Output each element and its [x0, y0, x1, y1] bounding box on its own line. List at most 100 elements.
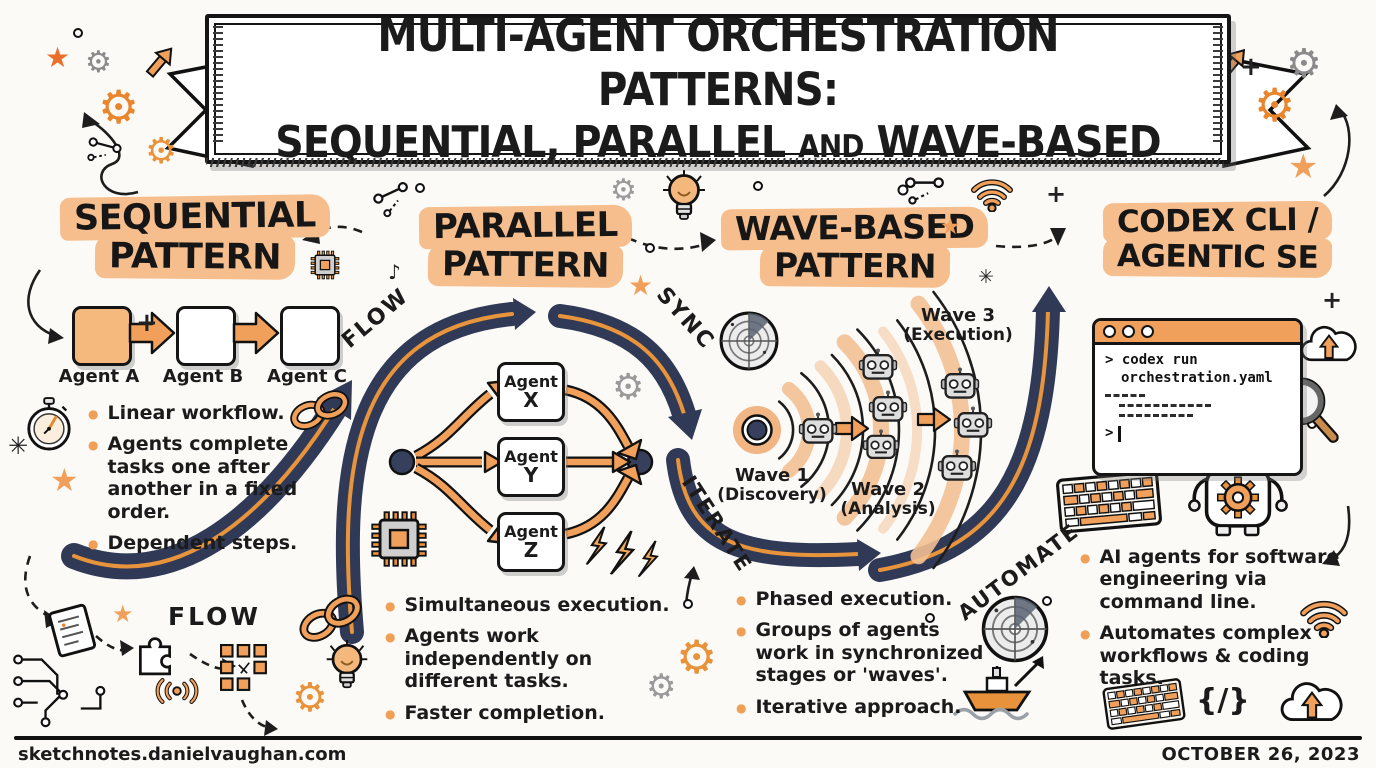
- wave1-label: Wave 1 (Discovery): [717, 465, 827, 506]
- bullet-dot-icon: ●: [385, 599, 396, 613]
- window-dot-icon: [1122, 325, 1135, 338]
- decor-dots: [73, 28, 1317, 623]
- wave-bullets: ●Phased execution. ●Groups of agents wor…: [736, 588, 996, 727]
- lightning-icon: [609, 528, 637, 578]
- bullet-dot-icon: ●: [1080, 627, 1091, 642]
- bullet-item: ●Iterative approach.: [736, 695, 962, 718]
- puzzle-icon: [139, 637, 171, 676]
- bullet-dot-icon: ●: [88, 537, 99, 552]
- sequential-flow-label: FLOW: [168, 602, 261, 631]
- bullet-dot-icon: ●: [385, 630, 396, 645]
- gear-icon: ⚙: [676, 630, 718, 684]
- wave2-label: Wave 2 (Analysis): [840, 479, 936, 520]
- radar-icon: [719, 311, 779, 371]
- sequential-bullets: ●Linear workflow. ●Agents complete tasks…: [88, 402, 348, 563]
- asterisk-icon: ✳: [8, 432, 29, 460]
- title-banner: MULTI-AGENT ORCHESTRATION PATTERNS: SEQU…: [205, 9, 1231, 168]
- bullet-dot-icon: ●: [736, 624, 747, 639]
- wave-diagram: [733, 290, 993, 570]
- lightning-icon: [637, 538, 661, 580]
- parallel-arc-arrow: [335, 298, 536, 644]
- terminal-command-line1: > codex run: [1105, 352, 1198, 368]
- sparkle-icon: +: [1240, 52, 1262, 82]
- bullet-dot-icon: ●: [736, 700, 747, 715]
- gear-icon: ⚙: [1254, 78, 1296, 132]
- gear-icon: ⚙: [646, 667, 677, 707]
- lightning-icon: [585, 524, 610, 568]
- main-title-line1: MULTI-AGENT ORCHESTRATION PATTERNS:: [377, 8, 1059, 116]
- bullet-item: ●AI agents for software engineering via …: [1080, 546, 1340, 613]
- parallel-bullets: ●Simultaneous execution. ●Agents work in…: [385, 594, 687, 733]
- code-line: [1119, 404, 1211, 407]
- terminal-titlebar: [1095, 321, 1300, 345]
- bullet-item: ●Phased execution.: [736, 588, 953, 610]
- terminal-command-line2: orchestration.yaml: [1121, 369, 1273, 386]
- bullet-item: ●Agents complete tasks one after another…: [88, 433, 298, 523]
- star-icon: ★: [112, 600, 134, 628]
- agent-y-box: Agent Y: [497, 437, 565, 497]
- stopwatch-icon: [27, 396, 71, 451]
- sync-arrow: [548, 304, 702, 440]
- gear-icon: ⚙: [610, 173, 637, 208]
- star-icon: ★: [50, 461, 79, 499]
- gear-icon: ⚙: [85, 45, 112, 80]
- bullet-dot-icon: ●: [385, 706, 396, 721]
- bullet-item: ●Simultaneous execution.: [385, 594, 670, 616]
- iterate-arrow: [666, 448, 881, 571]
- circuit-icon: [13, 654, 106, 728]
- footer-divider: [14, 736, 1362, 740]
- parallel-fan-arrows: [388, 379, 654, 545]
- bullet-item: ●Linear workflow.: [88, 402, 285, 424]
- sequential-heading: SEQUENTIAL PATTERN: [45, 194, 345, 280]
- codex-bullets: ●AI agents for software engineering via …: [1080, 546, 1372, 698]
- nodes-icon: [904, 177, 945, 205]
- bullet-dot-icon: ●: [1080, 551, 1091, 565]
- window-dot-icon: [1141, 325, 1154, 338]
- agent-a-label: Agent A: [58, 366, 140, 387]
- gear-icon: ⚙: [612, 367, 645, 408]
- parallel-heading: PARALLEL PATTERN: [380, 204, 670, 288]
- star-icon: ★: [940, 214, 961, 240]
- agent-c-label: Agent C: [267, 366, 347, 387]
- agent-x-box: Agent X: [497, 362, 565, 422]
- window-dot-icon: [1103, 325, 1116, 338]
- bullet-dot-icon: ●: [736, 593, 747, 607]
- bullet-item: ●Automates complex workflows & coding ta…: [1080, 622, 1312, 690]
- bullet-dot-icon: ●: [88, 407, 99, 421]
- footer-date: OCTOBER 26, 2023: [1161, 744, 1360, 765]
- codex-heading: CODEX CLI / AGENTIC SE: [1075, 200, 1360, 278]
- bullet-item: ●Groups of agents work in synchronized s…: [736, 619, 984, 687]
- agent-z-box: Agent Z: [497, 512, 565, 572]
- footer-website: sketchnotes.danielvaughan.com: [18, 744, 347, 765]
- gear-icon: ⚙: [98, 80, 140, 134]
- agent-c-box: [280, 306, 340, 366]
- gear-icon: ⚙: [292, 675, 328, 721]
- code-line: [1119, 414, 1193, 417]
- terminal-body: > codex run orchestration.yaml >: [1095, 345, 1300, 450]
- code-line: [1105, 394, 1145, 397]
- bullet-item: ●Agents work independently on different …: [385, 625, 593, 693]
- banner-shadow-hatch: [206, 158, 1224, 167]
- sparkle-icon: +: [1322, 286, 1343, 314]
- star-icon: ★: [628, 269, 654, 302]
- cursor-icon: [1118, 425, 1122, 442]
- sequential-arrows: [128, 311, 280, 355]
- star-icon: ★: [45, 41, 71, 74]
- sparkle-icon: +: [136, 308, 158, 338]
- sparkle-icon: +: [1046, 180, 1067, 208]
- chip-icon: [370, 510, 428, 568]
- cloud-upload-icon: [1300, 325, 1357, 362]
- bullet-item: ●Dependent steps.: [88, 532, 298, 555]
- wave3-label: Wave 3 (Execution): [903, 305, 1013, 346]
- terminal-window: > codex run orchestration.yaml >: [1092, 318, 1303, 476]
- signal-icon: [158, 680, 197, 702]
- gear-icon: ⚙: [1286, 41, 1322, 87]
- agent-a-box: [72, 306, 132, 366]
- bullet-dot-icon: ●: [88, 438, 99, 453]
- banner-hatch-left: [213, 26, 223, 144]
- banner-hatch-right: [1213, 26, 1223, 144]
- blocks-icon: [220, 644, 267, 691]
- gear-icon: ⚙: [145, 131, 178, 172]
- lightbulb-icon: [325, 638, 369, 689]
